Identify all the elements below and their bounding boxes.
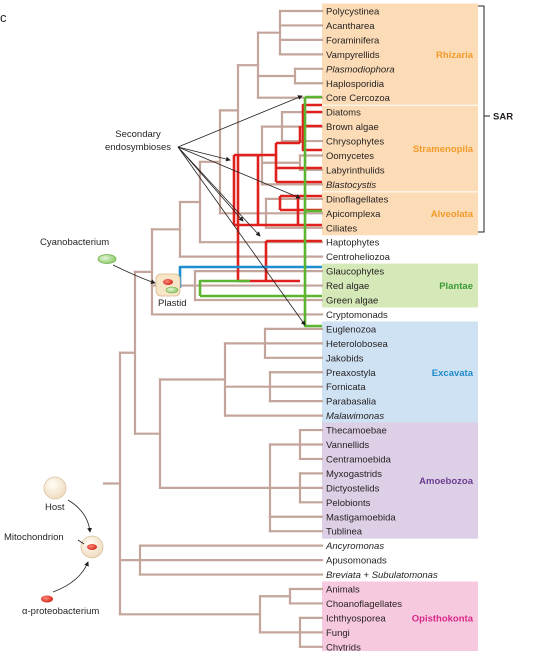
alpha-proteobacterium-label: α-proteobacterium [22, 606, 99, 617]
taxon-label: Pelobionts [326, 498, 371, 509]
group-label-stramenopila: Stramenopila [413, 144, 474, 155]
taxon-label: Animals [326, 585, 360, 596]
taxon-label: Plasmodiophora [326, 64, 395, 75]
taxon-label: Core Cercozoa [326, 93, 391, 104]
taxon-label: Fungi [326, 628, 350, 639]
taxon-label: Blastocystis [326, 180, 376, 191]
group-label-opisthokonta: Opisthokonta [412, 613, 474, 624]
taxon-label: Myxogastrids [326, 469, 382, 480]
group-label-alveolata: Alveolata [431, 209, 474, 220]
green-plastid-lines [198, 95, 322, 328]
mitochondrial-endosymbiosis-annotation: Host Mitochondrion α-proteobacterium [4, 476, 104, 617]
taxon-label: Labyrinthulids [326, 165, 385, 176]
red-plastid-lines [232, 103, 322, 283]
taxon-label: Dictyostelids [326, 483, 380, 494]
taxon-label: Ancyromonas [325, 541, 384, 552]
phylogeny-branches [102, 9, 324, 648]
taxon-labels: PolycystineaAcanthareaForaminiferaVampyr… [325, 7, 438, 651]
taxon-label: Euglenozoa [326, 324, 377, 335]
group-box-alveolata [322, 191, 478, 236]
taxon-label: Parabasalia [326, 397, 377, 408]
taxon-label: Green algae [326, 296, 378, 307]
taxon-label: Breviata + Subulatomonas [326, 570, 438, 581]
taxon-label: Vampyrellids [326, 50, 380, 61]
secondary-label-line1: Secondary [115, 129, 161, 140]
group-box-excavata [322, 321, 478, 424]
taxon-label: Malawimonas [326, 411, 384, 422]
taxon-label: Choanoflagellates [326, 599, 402, 610]
taxon-label: Acantharea [326, 21, 375, 32]
group-boxes: RhizariaStramenopilaAlveolataPlantaeExca… [322, 3, 478, 651]
cyanobacterium-cell [97, 254, 117, 264]
host-cell [43, 476, 67, 500]
group-box-amoebozoa [322, 422, 478, 539]
taxon-label: Haplosporidia [326, 79, 385, 90]
taxon-label: Dinoflagellates [326, 194, 389, 205]
group-box-rhizaria [322, 3, 478, 106]
taxon-label: Preaxostyla [326, 368, 376, 379]
taxon-label: Haptophytes [326, 238, 380, 249]
group-label-rhizaria: Rhizaria [436, 50, 474, 61]
group-box-stramenopila [322, 104, 478, 192]
taxon-label: Red algae [326, 281, 369, 292]
cyanobacterium-label: Cyanobacterium [40, 237, 109, 248]
taxon-label: Cryptomonads [326, 310, 388, 321]
taxon-label: Diatoms [326, 108, 361, 119]
group-label-plantae: Plantae [439, 281, 473, 292]
taxon-label: Centroheliozoa [326, 252, 391, 263]
sar-label: SAR [493, 112, 513, 123]
group-label-amoebozoa: Amoebozoa [419, 476, 474, 487]
taxon-label: Thecamoebae [326, 426, 387, 437]
taxon-label: Polycystinea [326, 7, 380, 18]
taxon-label: Mastigamoebida [326, 512, 396, 523]
taxon-label: Tublinea [326, 527, 363, 538]
taxon-label: Centramoebida [326, 454, 392, 465]
taxon-label: Chytrids [326, 642, 361, 651]
sar-bracket: SAR [478, 5, 513, 233]
secondary-label-line2: endosymbioses [105, 142, 171, 153]
primary-endosymbiosis-annotation: Cyanobacterium Plastid [40, 237, 187, 309]
taxon-label: Jakobids [326, 353, 364, 364]
panel-letter: c [0, 10, 7, 25]
taxon-label: Ciliates [326, 223, 357, 234]
group-box-opisthokonta [322, 581, 478, 651]
plastid-label: Plastid [158, 298, 187, 309]
taxon-label: Ichthyosporea [326, 613, 386, 624]
alpha-proteobacterium-cell [41, 595, 53, 603]
secondary-endosymbioses-annotation: Secondary endosymbioses [105, 95, 306, 326]
group-box-plantae [322, 263, 478, 308]
taxon-label: Glaucophytes [326, 267, 384, 278]
taxon-label: Chrysophytes [326, 137, 384, 148]
taxon-label: Apicomplexa [326, 209, 381, 220]
plastid-lineages [178, 95, 322, 328]
host-label: Host [45, 502, 65, 513]
mitochondrion-label: Mitochondrion [4, 532, 64, 543]
group-label-excavata: Excavata [432, 368, 474, 379]
taxon-label: Foraminifera [326, 35, 380, 46]
taxon-label: Brown algae [326, 122, 379, 133]
taxon-label: Vannellids [326, 440, 369, 451]
taxon-label: Heterolobosea [326, 339, 389, 350]
taxon-label: Apusomonads [326, 556, 387, 567]
taxon-label: Oomycetes [326, 151, 374, 162]
taxon-label: Fornicata [326, 382, 366, 393]
